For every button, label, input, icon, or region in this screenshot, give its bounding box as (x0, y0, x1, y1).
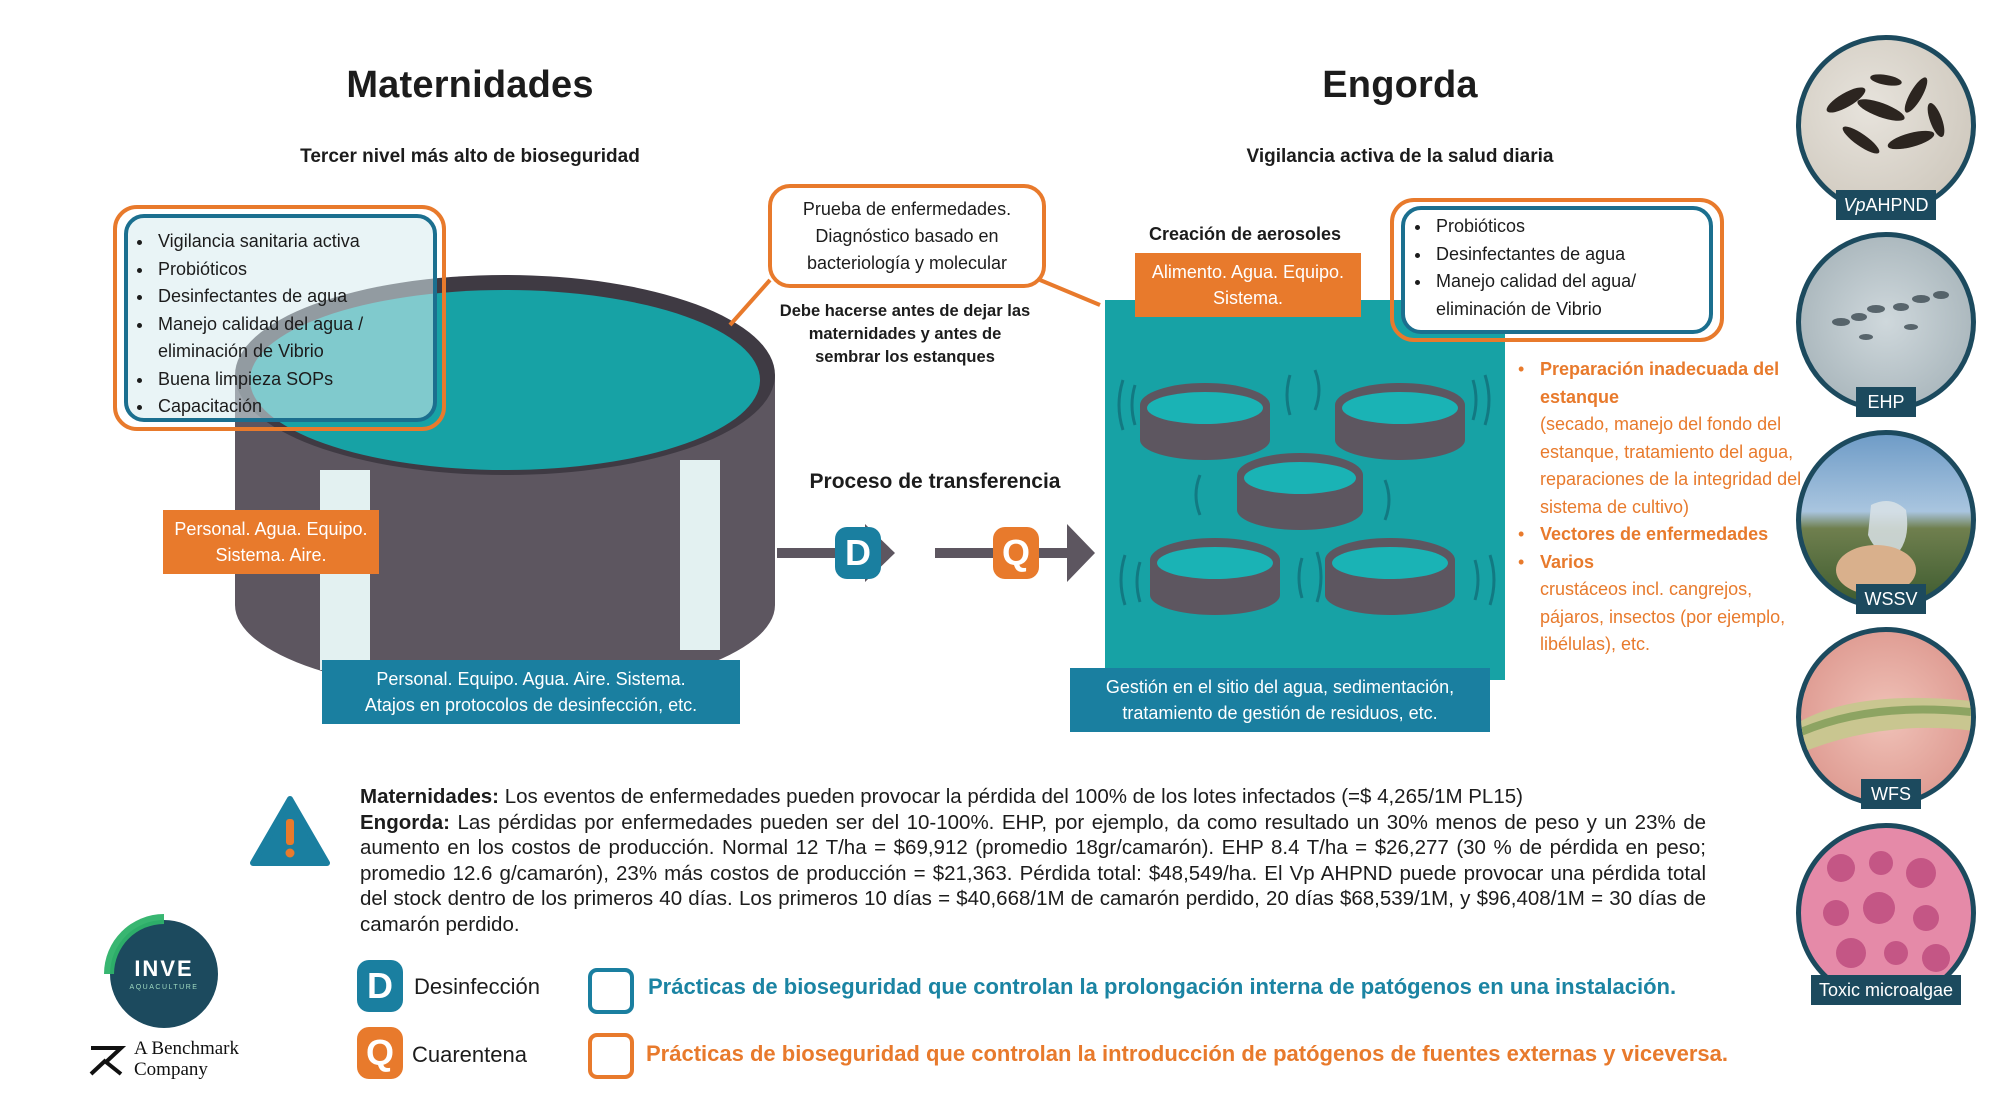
legend-orange-swatch (588, 1033, 634, 1079)
maternidades-title: Maternidades (346, 64, 594, 106)
pathogen-prefix: Vp (1843, 195, 1866, 215)
legend-q-badge: Q (357, 1027, 403, 1079)
microalgae-photo-icon (1796, 823, 1976, 1003)
growout-practices-list: Probióticos Desinfectantes de agua Manej… (1406, 213, 1727, 323)
hatchery-impact-text: Los eventos de enfermedades pueden provo… (504, 785, 1523, 808)
transfer-arrows (777, 524, 1095, 582)
hatchery-impact: Maternidades: Los eventos de enfermedade… (360, 784, 1706, 810)
risk-bullet: • (1518, 359, 1525, 379)
onsite-water-management-label: Gestión en el sitio del agua, sedimentac… (1070, 668, 1490, 732)
growout-impact-text: Las pérdidas por enfermedades pueden ser… (360, 810, 1706, 936)
legend-q-label: Cuarentena (412, 1042, 527, 1067)
hatchery-practice-item: Vigilancia sanitaria activa (154, 228, 454, 256)
hatchery-practice-item: Buena limpieza SOPs (154, 366, 454, 394)
maternidades-subtitle: Tercer nivel más alto de bioseguridad (300, 146, 640, 167)
pathogen-name: Toxic microalgae (1818, 980, 1954, 1000)
disease-impact-text: Maternidades: Los eventos de enfermedade… (360, 784, 1706, 937)
risk-bullet: • (1518, 551, 1525, 572)
risk-bullet: • (1518, 524, 1525, 544)
testing-timing-note: Debe hacerse antes de dejar las maternid… (779, 302, 1031, 366)
risk-item-vectors: • Vectores de enfermedades (1518, 521, 1803, 549)
hatchery-practices-frame (124, 214, 437, 422)
inve-logo-subtext: AQUACULTURE (129, 984, 199, 991)
engorda-subtitle: Vigilancia activa de la salud diaria (1246, 146, 1554, 167)
ehp-microscopy-icon (1796, 232, 1976, 412)
aerosol-title: Creación de aerosoles (1148, 224, 1342, 244)
hatchery-impact-label: Maternidades: (360, 785, 499, 808)
aerosol-sources-label: Alimento. Agua. Equipo. Sistema. (1135, 253, 1361, 317)
pathogen-label-wfs: WFS (1861, 779, 1921, 809)
transfer-process-title: Proceso de transferencia (809, 470, 1061, 493)
company-line1: A Benchmark (134, 1038, 240, 1059)
growout-practice-item: Probióticos (1432, 213, 1727, 241)
pathogen-name: WSSV (1864, 589, 1918, 609)
engorda-title: Engorda (1322, 64, 1478, 106)
legend-orange-text: Prácticas de bioseguridad que controlan … (646, 1041, 1728, 1066)
benchmark-company-text: A Benchmark Company (134, 1038, 239, 1080)
wssv-shrimp-photo-icon (1796, 430, 1976, 610)
inve-logo: INVE AQUACULTURE (104, 914, 218, 1028)
pathogen-name: AHPND (1865, 195, 1929, 215)
growout-practices-outer-frame (1390, 198, 1724, 342)
hatchery-internal-risks-line1: Personal. Equipo. Agua. Aire. Sistema. (376, 669, 686, 689)
disease-testing-text: Prueba de enfermedades. Diagnóstico basa… (802, 199, 1012, 273)
hatchery-practice-item: Capacitación (154, 393, 454, 421)
growout-impact-label: Engorda: (360, 810, 450, 834)
hatchery-external-risks-label: Personal. Agua. Equipo. Sistema. Aire. (163, 510, 379, 574)
benchmark-logo-mark (89, 1046, 127, 1076)
hatchery-practice-item: Desinfectantes de agua (154, 283, 454, 311)
quarantine-badge: Q (993, 527, 1039, 579)
growout-practice-item: Desinfectantes de agua (1432, 241, 1727, 269)
risk-item-pond-prep: • Preparación inadecuada del estanque (s… (1518, 356, 1803, 521)
hatchery-practices-outer-frame (113, 205, 446, 431)
wfs-gut-photo-icon (1796, 627, 1976, 807)
pathogen-label-microalgae: Toxic microalgae (1811, 975, 1961, 1005)
legend-d-letter: D (367, 965, 393, 1006)
disinfection-badge: D (835, 527, 881, 579)
growout-risk-list: • Preparación inadecuada del estanque (s… (1518, 356, 1803, 659)
legend-teal-text: Prácticas de bioseguridad que controlan … (648, 974, 1677, 999)
pathogen-label-vpahpnd: VpAHPND (1836, 190, 1936, 220)
warning-icon (250, 796, 330, 866)
hatchery-internal-risks-label: Personal. Equipo. Agua. Aire. Sistema. A… (322, 660, 740, 724)
pathogen-label-wssv: WSSV (1856, 584, 1926, 614)
pathogen-label-ehp: EHP (1856, 387, 1916, 417)
hatchery-practices-list: Vigilancia sanitaria activa Probióticos … (128, 228, 454, 421)
risk-head: Preparación inadecuada del estanque (1540, 359, 1780, 407)
grow-out-ponds-illustration (1105, 300, 1505, 680)
legend-d-badge: D (357, 960, 403, 1012)
risk-head: Vectores de enfermedades (1540, 524, 1769, 544)
growout-practice-item: Manejo calidad del agua/ eliminación de … (1432, 268, 1727, 323)
inve-logo-text: INVE (134, 956, 194, 981)
legend-d-label: Desinfección (414, 974, 540, 999)
risk-detail: crustáceos incl. cangrejos, pájaros, ins… (1540, 579, 1786, 654)
risk-item-various: • Varios crustáceos incl. cangrejos, páj… (1518, 549, 1803, 659)
risk-head: Varios (1540, 551, 1595, 572)
growout-practices-frame (1401, 206, 1713, 334)
pathogen-name: EHP (1867, 392, 1905, 412)
company-line2: Company (134, 1059, 208, 1080)
growout-impact: Engorda: Las pérdidas por enfermedades p… (360, 810, 1706, 938)
legend-q-letter: Q (365, 1032, 394, 1073)
legend-teal-swatch (588, 968, 634, 1014)
risk-detail: (secado, manejo del fondo del estanque, … (1540, 414, 1802, 517)
disease-testing-box: Prueba de enfermedades. Diagnóstico basa… (768, 184, 1046, 288)
vibrio-photo-icon (1796, 35, 1976, 215)
hatchery-practice-item: Probióticos (154, 256, 454, 284)
hatchery-practice-item: Manejo calidad del agua / eliminación de… (154, 311, 454, 366)
hatchery-internal-risks-line2: Atajos en protocolos de desinfección, et… (364, 695, 698, 715)
connector-lines (728, 278, 1101, 327)
pathogen-name: WFS (1871, 784, 1911, 804)
